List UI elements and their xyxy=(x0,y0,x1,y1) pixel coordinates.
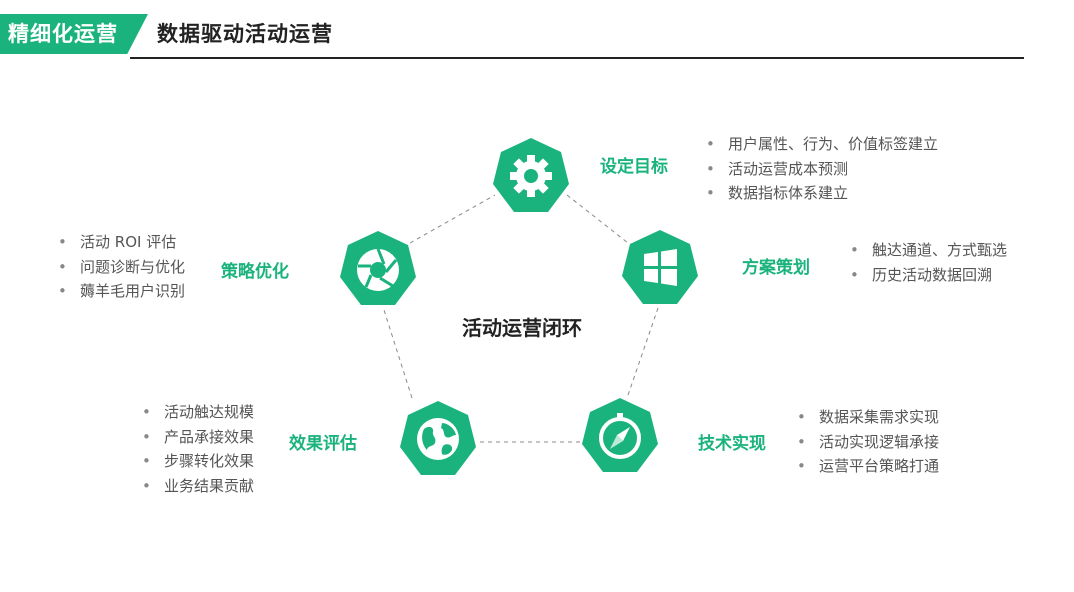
bullet-item: 用户属性、行为、价值标签建立 xyxy=(706,132,938,157)
bullet-item: 数据指标体系建立 xyxy=(706,181,938,206)
node-tech-bullets: 数据采集需求实现 活动实现逻辑承接 运营平台策略打通 xyxy=(797,405,939,479)
node-tech xyxy=(580,396,660,476)
node-optimize-bullets: 活动 ROI 评估 问题诊断与优化 薅羊毛用户识别 xyxy=(58,230,185,304)
gear-icon xyxy=(510,155,552,197)
bullet-item: 活动 ROI 评估 xyxy=(58,230,185,255)
node-goal-bullets: 用户属性、行为、价值标签建立 活动运营成本预测 数据指标体系建立 xyxy=(706,132,938,206)
node-plan-bullets: 触达通道、方式甄选 历史活动数据回溯 xyxy=(850,238,1007,287)
bullet-item: 步骤转化效果 xyxy=(142,449,254,474)
connector-plan-tech xyxy=(626,307,659,399)
bullet-item: 活动运营成本预测 xyxy=(706,157,938,182)
node-plan xyxy=(620,228,700,308)
page-title: 数据驱动活动运营 xyxy=(157,22,333,46)
connector-goal-plan xyxy=(566,194,629,244)
bullet-item: 薅羊毛用户识别 xyxy=(58,279,185,304)
windows-icon xyxy=(644,249,677,286)
node-eval-label: 效果评估 xyxy=(289,434,357,454)
node-eval-bullets: 活动触达规模 产品承接效果 步骤转化效果 业务结果贡献 xyxy=(142,400,254,498)
bullet-item: 产品承接效果 xyxy=(142,425,254,450)
node-goal xyxy=(491,136,571,216)
title-underline xyxy=(130,57,1024,59)
bullet-item: 历史活动数据回溯 xyxy=(850,263,1007,288)
globe-icon xyxy=(417,418,459,460)
connector-eval-optimize xyxy=(383,309,413,399)
node-goal-label: 设定目标 xyxy=(600,157,668,177)
node-optimize-label: 策略优化 xyxy=(221,262,289,282)
cycle-center-label: 活动运营闭环 xyxy=(462,316,582,340)
compass-icon xyxy=(599,413,641,459)
node-plan-label: 方案策划 xyxy=(742,258,810,278)
section-tag: 精细化运营 xyxy=(0,14,148,54)
bullet-item: 数据采集需求实现 xyxy=(797,405,939,430)
node-eval xyxy=(398,399,478,479)
bullet-item: 运营平台策略打通 xyxy=(797,454,939,479)
aperture-icon xyxy=(357,248,399,291)
bullet-item: 活动触达规模 xyxy=(142,400,254,425)
bullet-item: 业务结果贡献 xyxy=(142,474,254,499)
node-optimize xyxy=(338,229,418,309)
node-tech-label: 技术实现 xyxy=(698,434,766,454)
bullet-item: 问题诊断与优化 xyxy=(58,255,185,280)
connector-optimize-goal xyxy=(409,194,496,244)
bullet-item: 触达通道、方式甄选 xyxy=(850,238,1007,263)
bullet-item: 活动实现逻辑承接 xyxy=(797,430,939,455)
